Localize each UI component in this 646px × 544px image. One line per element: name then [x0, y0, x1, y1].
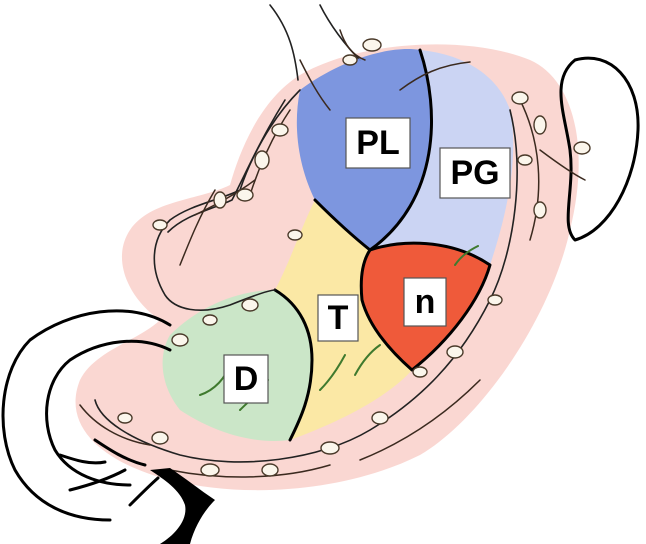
- region-label-n: n: [403, 277, 447, 327]
- greater-curvature-line: [94, 109, 518, 463]
- region-label-PG: PG: [439, 147, 511, 199]
- region-label-T: T: [317, 294, 359, 342]
- duct-branch: [58, 438, 215, 544]
- region-label-D: D: [223, 354, 269, 404]
- label-T-text: T: [328, 299, 349, 337]
- duodenum-inner-outline: [45, 339, 172, 487]
- label-n-text: n: [415, 283, 436, 321]
- esophagus-right: [319, 4, 361, 61]
- vessels: [79, 29, 586, 478]
- label-D-text: D: [234, 360, 259, 398]
- boundary-n-outline: [359, 241, 492, 372]
- region-label-PL: PL: [345, 117, 411, 169]
- duodenum-outline: [1, 309, 172, 522]
- lesser-inner-line: [167, 99, 286, 233]
- spleen-outline: [559, 56, 640, 242]
- curvature-lines: [94, 89, 518, 463]
- boundary-T-D: [273, 288, 314, 442]
- esophagus-left: [269, 4, 299, 81]
- boundary-PL-T: [313, 198, 372, 252]
- lymph-nodes: [117, 38, 591, 477]
- label-PG-text: PG: [450, 154, 499, 192]
- label-PL-text: PL: [356, 124, 399, 162]
